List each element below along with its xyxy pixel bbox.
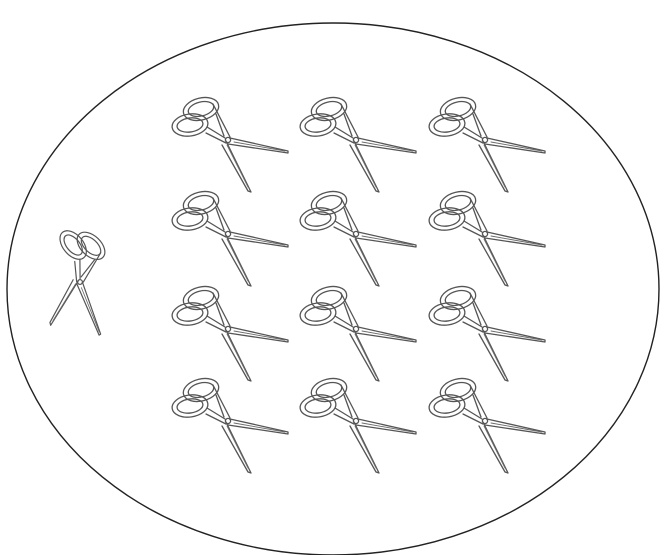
- scissors-icon: [299, 283, 416, 381]
- scissors-grid-group: [171, 94, 545, 473]
- scissors-icon: [299, 188, 416, 286]
- boundary-ellipse: [7, 23, 659, 555]
- scissors-icon: [171, 283, 288, 381]
- scissors-icon: [428, 188, 545, 286]
- scissors-icon: [171, 94, 288, 192]
- scissors-icon: [428, 375, 545, 473]
- scissors-icon: [428, 283, 545, 381]
- scissors-icon: [299, 94, 416, 192]
- scissors-icon: [299, 375, 416, 473]
- scissors-icon: [428, 94, 545, 192]
- scissors-icon: [171, 375, 288, 473]
- scissors-icon: [171, 188, 288, 286]
- scissors-icon: [11, 215, 145, 354]
- single-scissors-group: [11, 215, 145, 354]
